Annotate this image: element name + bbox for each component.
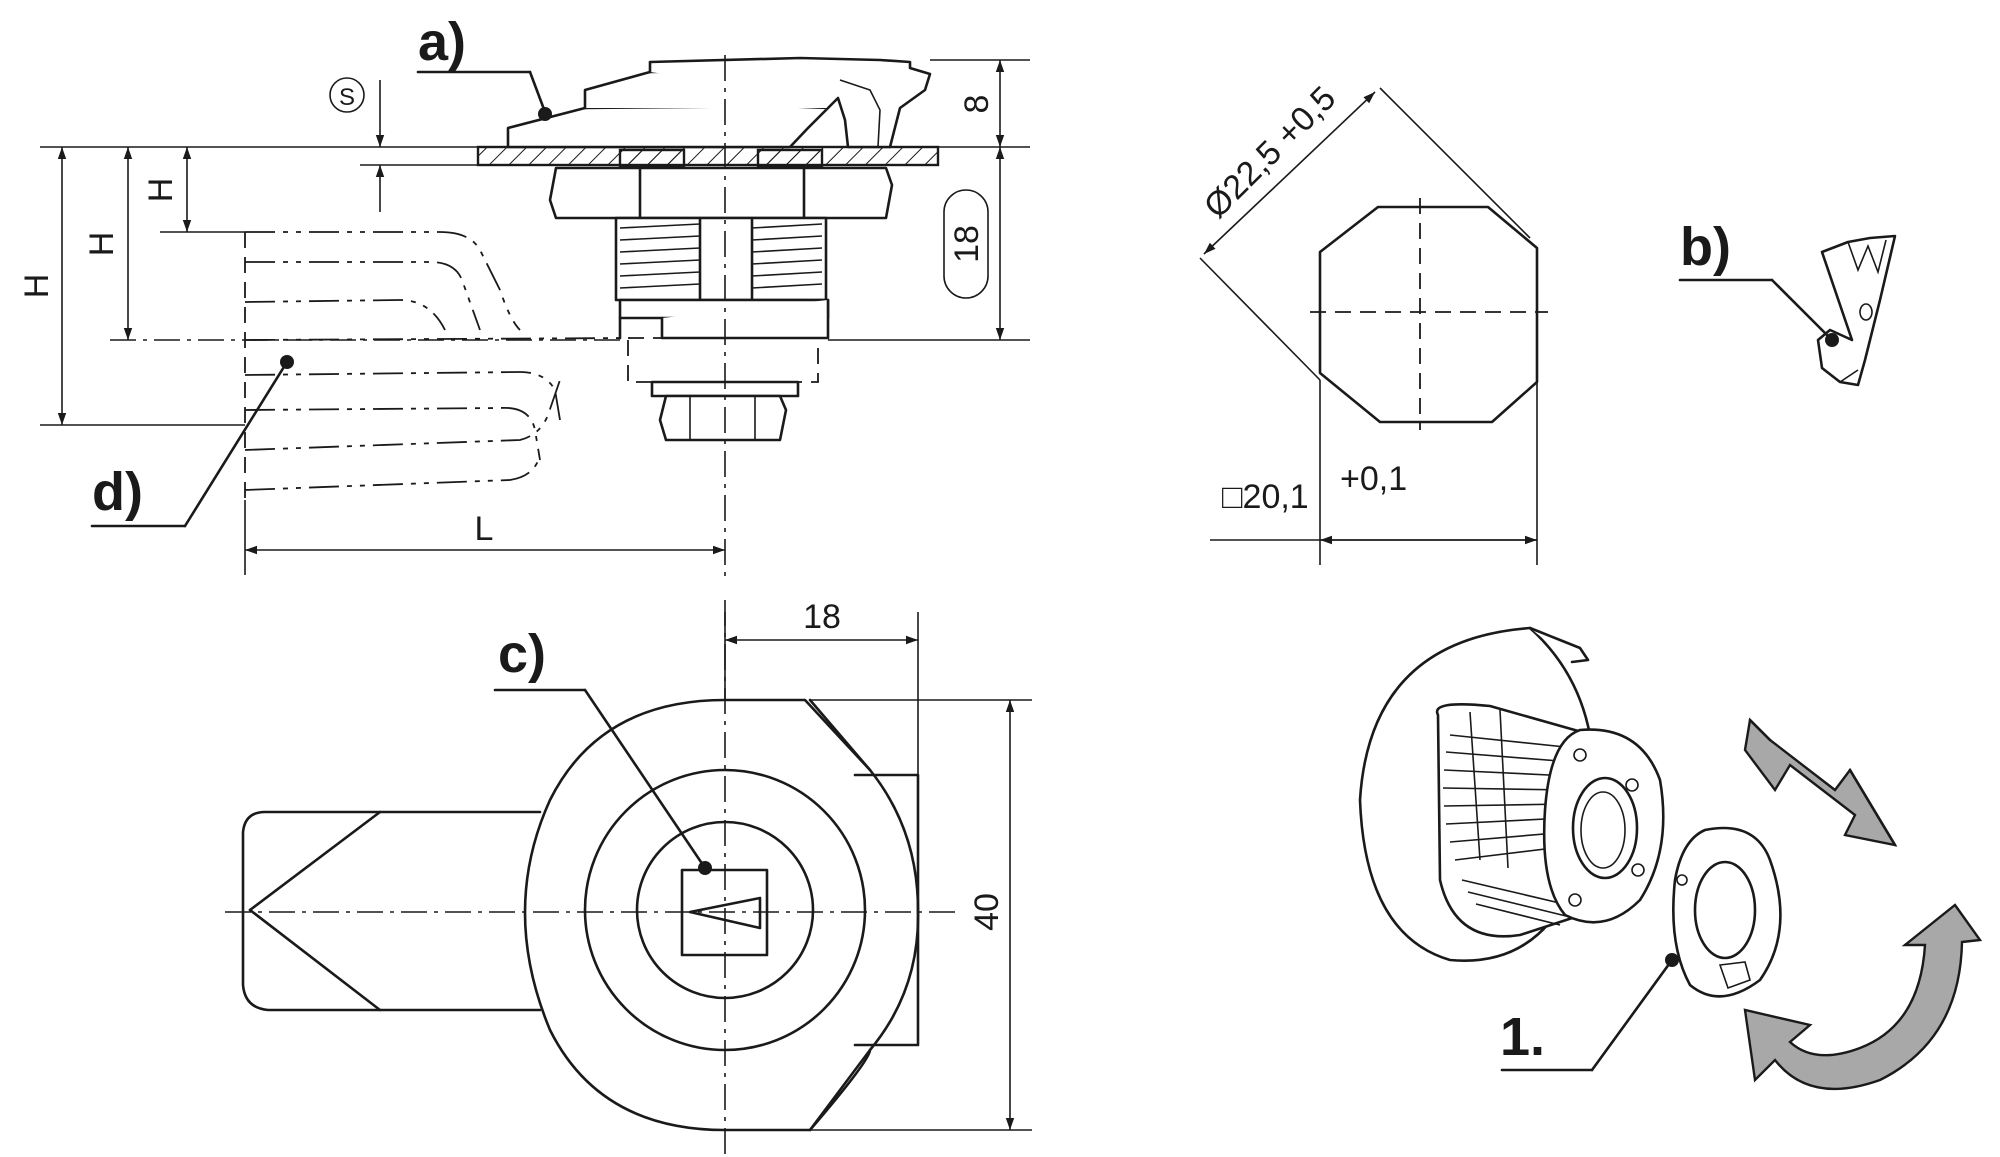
cam: [660, 298, 830, 340]
dim-l: L: [475, 510, 494, 548]
cam-variants-phantom: [244, 231, 631, 500]
dim-18-side: 18: [948, 225, 986, 263]
front-cam-arm: [241, 810, 542, 1012]
dim-h-large: H: [18, 274, 56, 299]
label-b: b): [1680, 217, 1731, 277]
dim-18-front: 18: [803, 598, 841, 636]
dim-square-tol: +0,1: [1340, 460, 1407, 498]
assembly-illustration: 1.: [1358, 626, 1983, 1091]
spring-clip: [1816, 234, 1897, 387]
side-view: H H H S 8 18 L a) d): [18, 12, 1030, 580]
dim-diameter: Ø22,5 +0,5: [1197, 79, 1344, 226]
assembly-lock-ring: [1672, 826, 1782, 998]
dim-h-mid: H: [83, 232, 121, 257]
cutout-outline: [1318, 205, 1539, 424]
s-symbol-circle: [329, 77, 365, 113]
label-c: c): [498, 624, 546, 684]
dim-s: S: [339, 84, 355, 111]
dim-square: □20,1: [1222, 478, 1309, 516]
dim-h-small: H: [142, 178, 180, 203]
hex-nut: [548, 166, 894, 220]
label-one: 1.: [1500, 1007, 1545, 1067]
assembly-threads: [1442, 709, 1576, 926]
dim-40: 40: [968, 893, 1006, 931]
dim-18-box: [943, 189, 989, 299]
label-d: d): [92, 462, 143, 522]
rotate-arrow-icon: [1743, 903, 1983, 1091]
dim-8: 8: [958, 95, 996, 114]
front-view: 18 40 c): [225, 598, 1032, 1155]
spring-clip-view: b): [1678, 217, 1897, 387]
thread-lines: [619, 216, 823, 302]
assembly-nut-ring: [1542, 728, 1665, 924]
mounting-panel: [476, 145, 940, 167]
threaded-body: [614, 216, 828, 302]
label-a: a): [418, 12, 466, 72]
lock-cap: [506, 104, 830, 149]
panel-cutout-view: Ø22,5 +0,5 □20,1 +0,1: [1197, 79, 1548, 565]
